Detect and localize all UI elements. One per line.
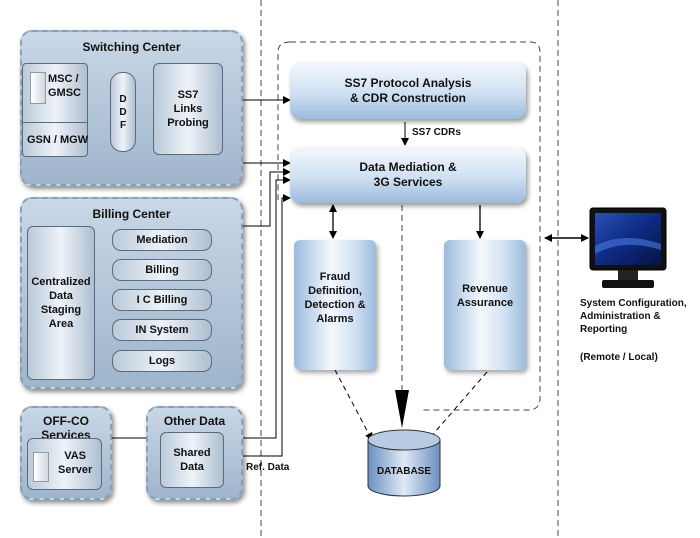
billing-item-billing: Billing <box>112 259 212 281</box>
other-data-title: Other Data <box>163 414 226 428</box>
billing-center-title: Billing Center <box>92 207 171 221</box>
ss7-links-probing-box: SS7 Links Probing <box>153 63 223 155</box>
system-config-label: System Configuration, Administration & R… <box>580 298 687 335</box>
vas-server-icon <box>33 452 49 482</box>
billing-item-logs: Logs <box>112 350 212 372</box>
billing-item-in-system: IN System <box>112 319 212 341</box>
database-label: DATABASE <box>376 466 432 477</box>
ddf-box: D D F <box>110 72 136 152</box>
fraud-detection-box: Fraud Definition, Detection & Alarms <box>294 240 376 370</box>
remote-local-label: (Remote / Local) <box>580 352 658 363</box>
ss7-cdrs-label: SS7 CDRs <box>412 127 461 138</box>
billing-item-mediation: Mediation <box>112 229 212 251</box>
switching-center-title: Switching Center <box>82 40 181 54</box>
centralized-staging-box: Centralized Data Staging Area <box>27 226 95 380</box>
database-icon <box>367 429 441 497</box>
monitor-icon <box>589 207 667 288</box>
gsn-mgw-label: GSN / MGW <box>27 134 89 146</box>
ref-data-label: Ref. Data <box>246 462 290 473</box>
vas-server-label: VAS Server <box>58 450 93 476</box>
billing-item-ic-billing: I C Billing <box>112 289 212 311</box>
msc-gmsc-label: MSC / GMSC <box>48 73 81 99</box>
msc-divider <box>22 122 88 123</box>
data-mediation-box: Data Mediation & 3G Services <box>290 147 526 203</box>
server-icon <box>30 72 46 104</box>
revenue-assurance-box: Revenue Assurance <box>444 240 526 370</box>
shared-data-box: Shared Data <box>160 432 224 488</box>
ss7-analysis-box: SS7 Protocol Analysis & CDR Construction <box>290 62 526 119</box>
